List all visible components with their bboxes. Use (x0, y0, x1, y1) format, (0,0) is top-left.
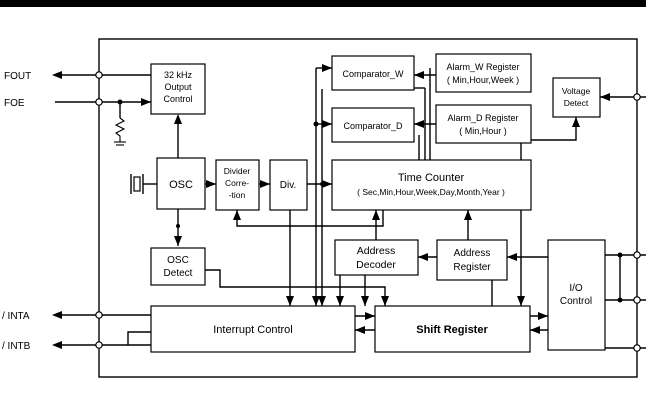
svg-text:-tion: -tion (229, 190, 246, 200)
pin-terminals (95, 71, 641, 352)
svg-text:Detect: Detect (564, 98, 589, 108)
svg-text:Interrupt Control: Interrupt Control (213, 324, 292, 336)
crystal-symbol (130, 174, 144, 194)
svg-text:( Min,Hour ): ( Min,Hour ) (459, 126, 507, 136)
osc-detect-block: OSC Detect (150, 247, 206, 286)
signal-arrows (52, 64, 610, 349)
shift-register-block: Shift Register (374, 305, 531, 353)
svg-text:OSC: OSC (167, 255, 189, 266)
svg-text:Alarm_W Register: Alarm_W Register (446, 62, 519, 72)
voltage-detect-block: Voltage Detect (552, 77, 601, 118)
pin-label-intb: / INTB (2, 341, 31, 352)
svg-text:Alarm_D Register: Alarm_D Register (447, 113, 518, 123)
divider-correction-block: Divider Corre- -tion (215, 159, 260, 211)
svg-text:Address: Address (357, 245, 396, 257)
osc-block: OSC (156, 157, 206, 210)
svg-text:Comparator_W: Comparator_W (342, 69, 404, 79)
pin-label-inta: / INTA (2, 311, 30, 322)
svg-text:( Min,Hour,Week ): ( Min,Hour,Week ) (447, 75, 519, 85)
time-counter-block: Time Counter ( Sec,Min,Hour,Week,Day,Mon… (331, 159, 532, 211)
svg-text:Address: Address (454, 248, 491, 259)
svg-text:Divider: Divider (224, 166, 251, 176)
junction-dots (117, 99, 623, 303)
svg-text:Time Counter: Time Counter (398, 172, 465, 184)
svg-text:Register: Register (453, 262, 491, 273)
alarm-d-register-block: Alarm_D Register ( Min,Hour ) (435, 104, 532, 144)
svg-text:OSC: OSC (169, 179, 193, 191)
svg-text:Voltage: Voltage (562, 86, 591, 96)
comparator-w-block: Comparator_W (331, 55, 415, 91)
address-decoder-block: Address Decoder (334, 239, 419, 276)
svg-text:Detect: Detect (164, 268, 193, 279)
svg-text:Decoder: Decoder (356, 259, 396, 271)
svg-text:Div.: Div. (280, 180, 296, 191)
address-register-block: Address Register (436, 239, 508, 281)
resistor-symbol (114, 117, 126, 146)
output-control-block: 32 kHz Output Control (150, 63, 206, 115)
svg-text:Control: Control (560, 296, 592, 307)
svg-text:Shift Register: Shift Register (416, 324, 488, 336)
io-control-block: I/O Control (547, 239, 606, 351)
alarm-w-register-block: Alarm_W Register ( Min,Hour,Week ) (435, 53, 532, 93)
comparator-d-block: Comparator_D (331, 107, 415, 143)
svg-text:Control: Control (163, 94, 192, 104)
pin-label-foe: FOE (4, 98, 25, 109)
pin-label-fout: FOUT (4, 71, 31, 82)
svg-text:I/O: I/O (569, 283, 583, 294)
svg-text:32 kHz: 32 kHz (164, 70, 193, 80)
svg-text:( Sec,Min,Hour,Week,Day,Month,: ( Sec,Min,Hour,Week,Day,Month,Year ) (357, 187, 505, 197)
svg-text:Comparator_D: Comparator_D (343, 121, 403, 131)
header-bar (0, 0, 646, 7)
chip-outline (98, 38, 638, 378)
div-block: Div. (269, 159, 308, 211)
interrupt-control-block: Interrupt Control (150, 305, 356, 353)
svg-text:Output: Output (164, 82, 192, 92)
svg-text:Corre-: Corre- (225, 178, 249, 188)
